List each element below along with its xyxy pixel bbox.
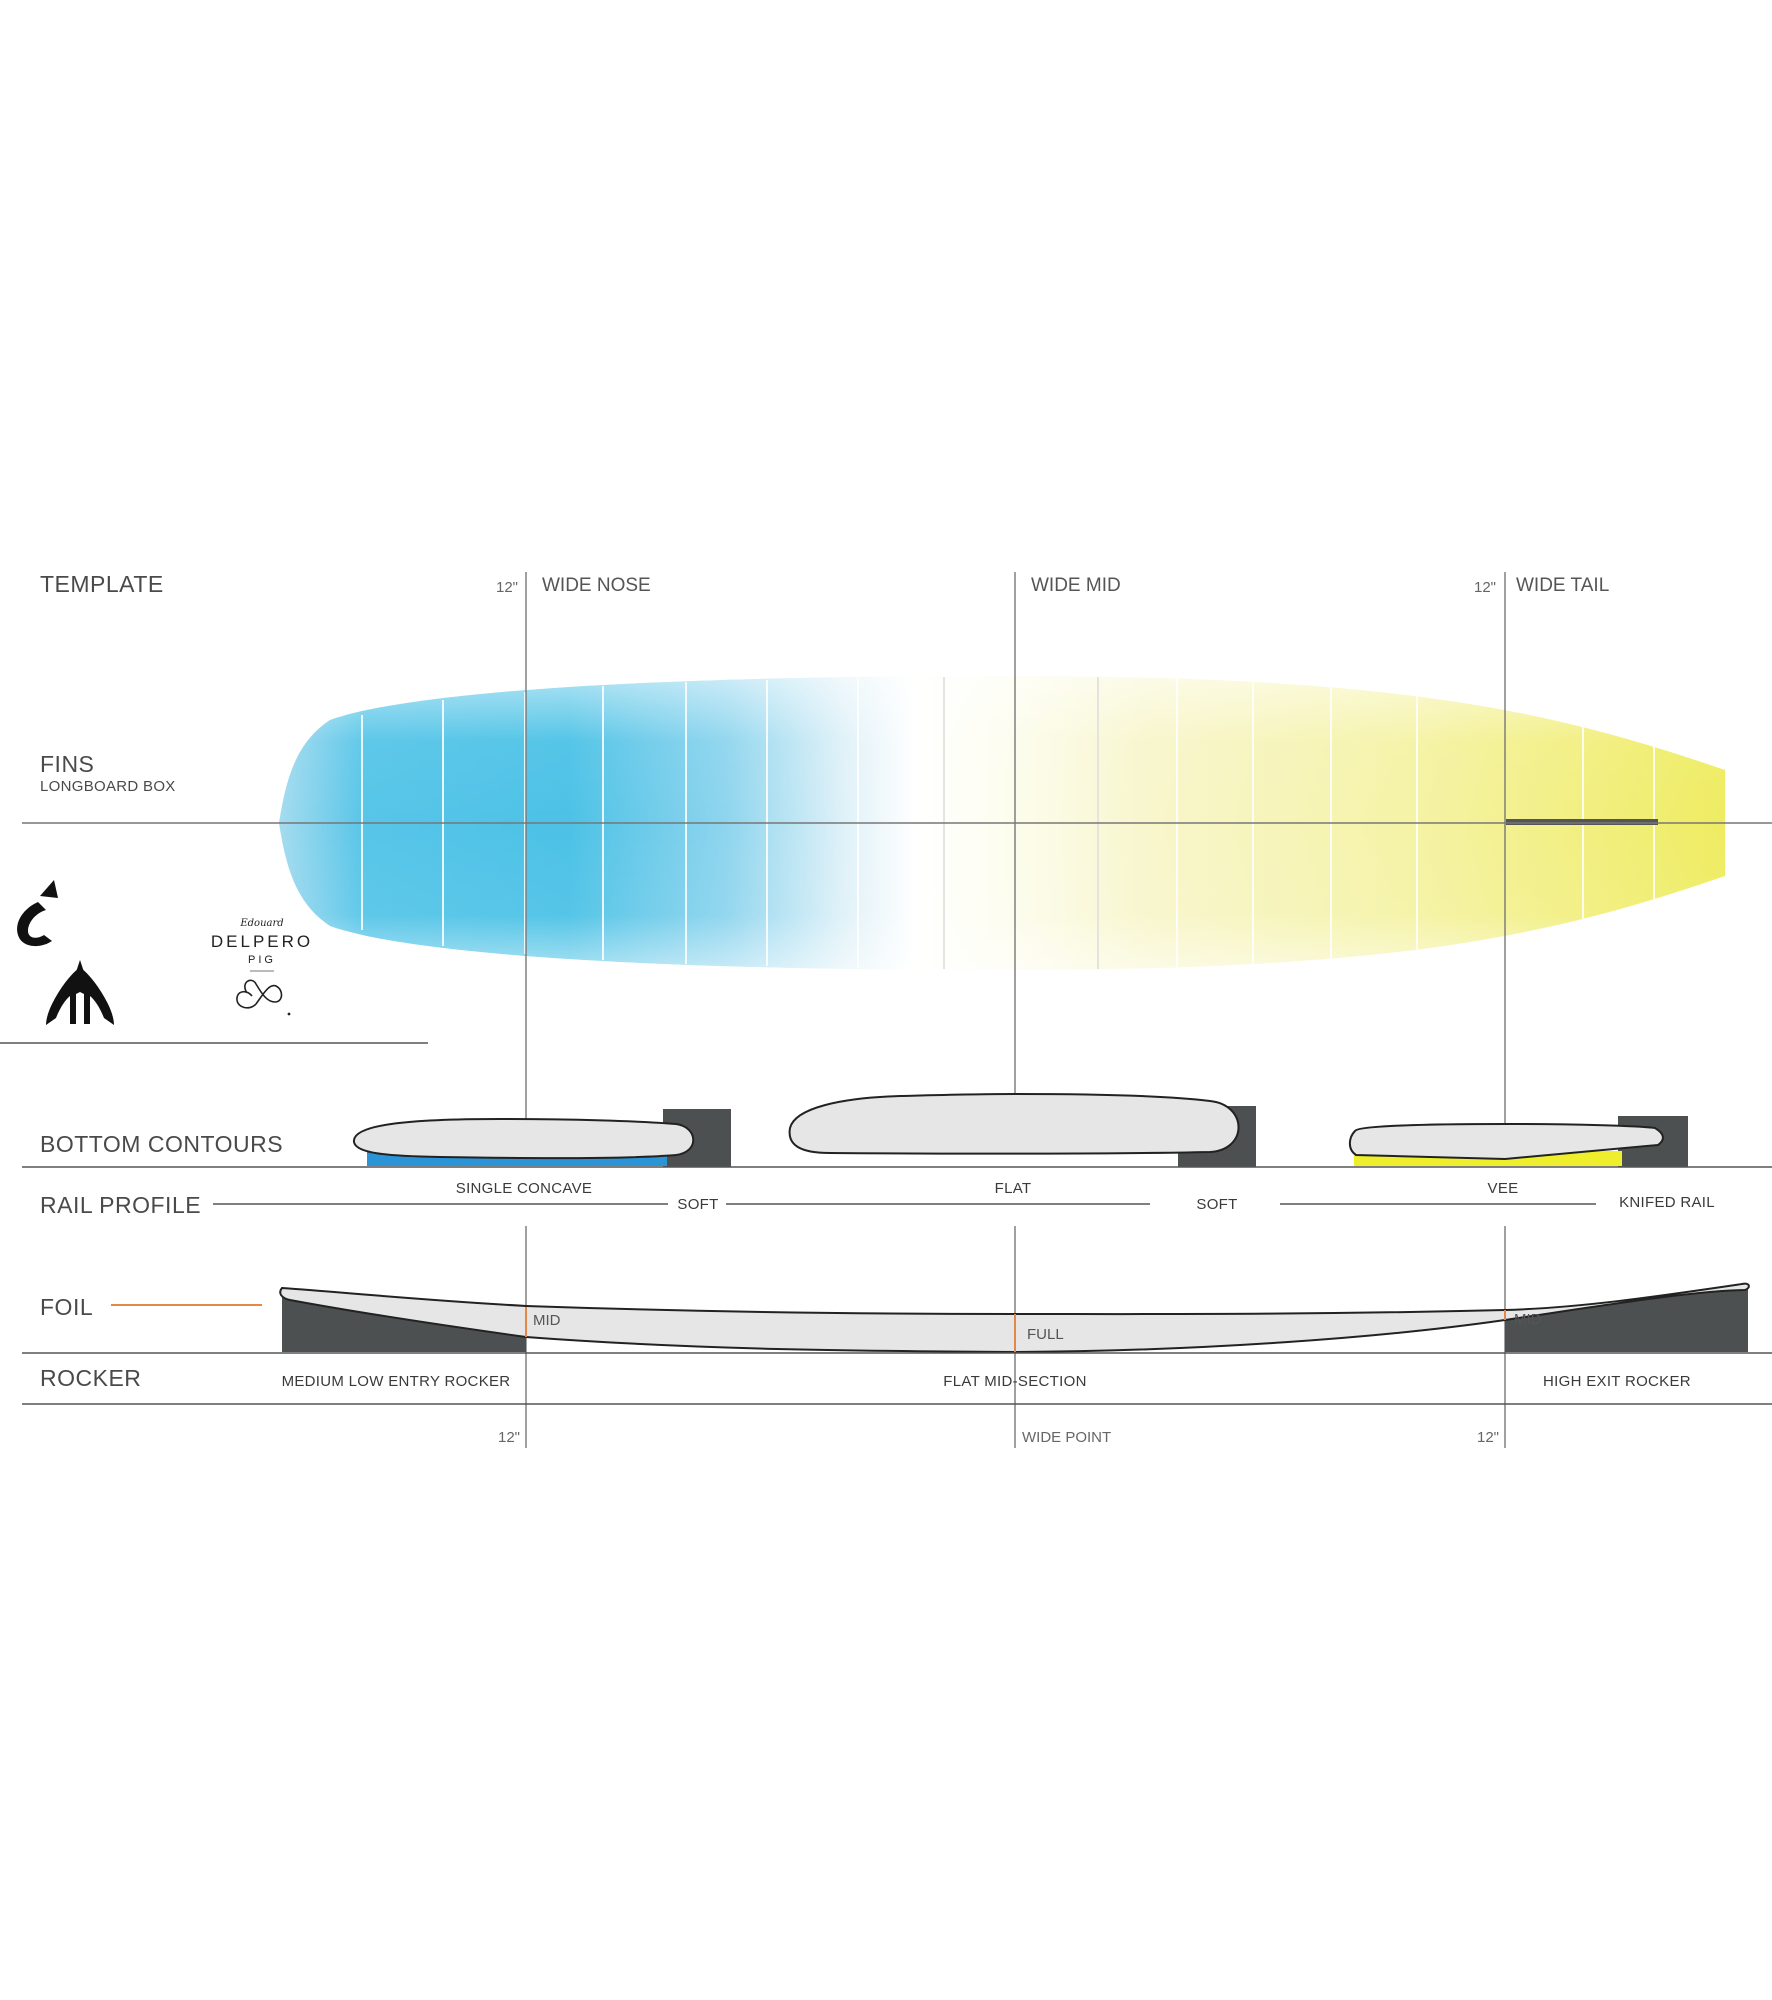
rail-profile-title: RAIL PROFILE xyxy=(40,1192,201,1218)
wide-nose-label: WIDE NOSE xyxy=(542,575,651,596)
rail-profile-tail-label: KNIFED RAIL xyxy=(1619,1194,1715,1211)
bottom-tail-12in-dim: 12" xyxy=(1477,1429,1499,1446)
shaper-name: DELPERO xyxy=(211,932,313,951)
rocker-title: ROCKER xyxy=(40,1365,141,1391)
wide-mid-label: WIDE MID xyxy=(1031,575,1121,596)
tail-12in-dim: 12" xyxy=(1474,579,1496,596)
shaper-script: Edouard xyxy=(239,918,283,929)
longboard-fin-box xyxy=(1506,819,1658,825)
wide-tail-label: WIDE TAIL xyxy=(1516,575,1609,596)
foil-profile xyxy=(279,1282,1750,1354)
bottom-contours-title: BOTTOM CONTOURS xyxy=(40,1131,283,1157)
template-title: TEMPLATE xyxy=(40,571,164,597)
torq-logo: torq xyxy=(17,880,58,947)
foil-tail-label: MID xyxy=(1514,1311,1542,1328)
foil-mid-label: FULL xyxy=(1027,1326,1064,1343)
single-concave-contour xyxy=(353,1109,731,1167)
bottom-nose-12in-dim: 12" xyxy=(498,1429,520,1446)
manta-ray-logo xyxy=(46,960,114,1025)
delpero-pig-logo: Edouard DELPERO PIG xyxy=(211,918,313,972)
model-name: PIG xyxy=(248,954,276,966)
wide-point-label: WIDE POINT xyxy=(1022,1429,1111,1446)
vee-contour xyxy=(1348,1116,1688,1167)
rail-profile-nose-label: SOFT xyxy=(677,1196,718,1213)
rocker-nose-label: MEDIUM LOW ENTRY ROCKER xyxy=(282,1373,511,1390)
bottom-contour-mid-label: FLAT xyxy=(995,1180,1032,1197)
bottom-contour-nose-label: SINGLE CONCAVE xyxy=(456,1180,592,1197)
rocker-mid-label: FLAT MID-SECTION xyxy=(943,1373,1086,1390)
rocker-tail-label: HIGH EXIT ROCKER xyxy=(1543,1373,1691,1390)
flat-contour xyxy=(788,1092,1256,1167)
rail-profile-mid-label: SOFT xyxy=(1196,1196,1237,1213)
nose-12in-dim: 12" xyxy=(496,579,518,596)
fins-title: FINS xyxy=(40,751,94,777)
bottom-contour-tail-label: VEE xyxy=(1488,1180,1519,1197)
fins-subtitle: LONGBOARD BOX xyxy=(40,778,176,795)
infinity-mark-icon xyxy=(236,979,291,1016)
foil-nose-label: MID xyxy=(533,1312,561,1329)
foil-title: FOIL xyxy=(40,1294,93,1320)
